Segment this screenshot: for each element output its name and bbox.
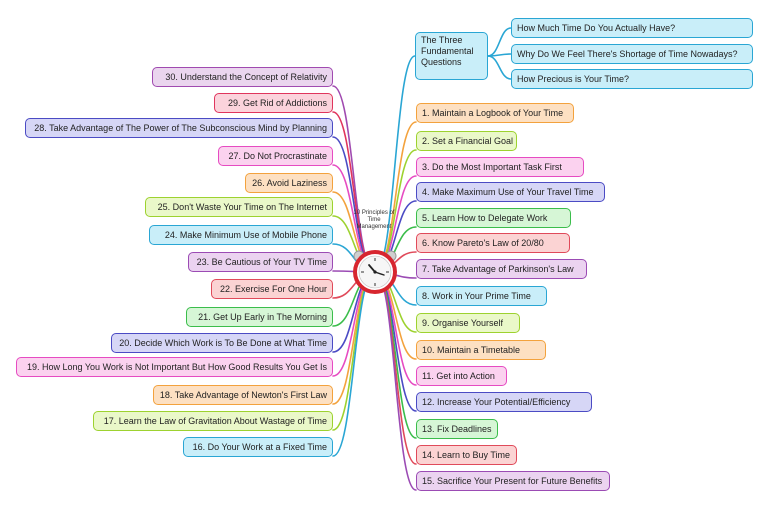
principle-label: 14. Learn to Buy Time [422,449,511,460]
principle-label: 15. Sacrifice Your Present for Future Be… [422,475,603,486]
principle-label: 16. Do Your Work at a Fixed Time [192,441,327,452]
principle-node-21[interactable]: 21. Get Up Early in The Morning [186,307,333,327]
principle-label: 19. How Long You Work is Not Important B… [27,361,327,372]
principle-label: 2. Set a Financial Goal [422,135,514,146]
principle-label: 17. Learn the Law of Gravitation About W… [103,415,327,426]
principle-node-28[interactable]: 28. Take Advantage of The Power of The S… [25,118,333,138]
principle-label: 22. Exercise For One Hour [219,283,327,294]
principle-node-26[interactable]: 26. Avoid Laziness [245,173,333,193]
principle-node-15[interactable]: 15. Sacrifice Your Present for Future Be… [416,471,610,491]
connector-question-1 [487,27,512,57]
question-node-2[interactable]: Why Do We Feel There's Shortage of Time … [511,44,753,64]
principle-node-2[interactable]: 2. Set a Financial Goal [416,131,517,151]
principle-label: 4. Make Maximum Use of Your Travel Time [422,186,594,197]
principle-label: 30. Understand the Concept of Relativity [165,71,327,82]
question-node-1[interactable]: How Much Time Do You Actually Have? [511,18,753,38]
question-label: How Precious is Your Time? [517,73,630,84]
principle-node-5[interactable]: 5. Learn How to Delegate Work [416,208,571,228]
principle-label: 12. Increase Your Potential/Efficiency [422,396,571,407]
principle-node-27[interactable]: 27. Do Not Procrastinate [218,146,333,166]
principle-node-7[interactable]: 7. Take Advantage of Parkinson's Law [416,259,587,279]
alarm-clock-icon [353,250,397,294]
principle-label: 26. Avoid Laziness [252,177,327,188]
principle-node-18[interactable]: 18. Take Advantage of Newton's First Law [153,385,333,405]
principle-label: 8. Work in Your Prime Time [422,290,531,301]
principle-label: 20. Decide Which Work is To Be Done at W… [119,337,327,348]
principle-label: 9. Organise Yourself [422,317,504,328]
principle-node-20[interactable]: 20. Decide Which Work is To Be Done at W… [111,333,333,353]
principle-node-6[interactable]: 6. Know Pareto's Law of 20/80 [416,233,570,253]
principle-node-22[interactable]: 22. Exercise For One Hour [211,279,333,299]
principle-node-13[interactable]: 13. Fix Deadlines [416,419,498,439]
principle-node-12[interactable]: 12. Increase Your Potential/Efficiency [416,392,592,412]
principle-node-30[interactable]: 30. Understand the Concept of Relativity [152,67,333,87]
principle-label: 25. Don't Waste Your Time on The Interne… [157,201,327,212]
principle-label: 13. Fix Deadlines [422,423,492,434]
principle-node-1[interactable]: 1. Maintain a Logbook of Your Time [416,103,574,123]
principle-node-9[interactable]: 9. Organise Yourself [416,313,520,333]
principle-label: 28. Take Advantage of The Power of The S… [34,122,327,133]
principle-label: 1. Maintain a Logbook of Your Time [422,107,564,118]
principle-node-29[interactable]: 29. Get Rid of Addictions [214,93,333,113]
principle-node-24[interactable]: 24. Make Minimum Use of Mobile Phone [149,225,333,245]
principle-label: 6. Know Pareto's Law of 20/80 [422,237,544,248]
question-node-3[interactable]: How Precious is Your Time? [511,69,753,89]
central-topic-label: 10 Principles of Time Management [353,210,395,230]
question-label: Why Do We Feel There's Shortage of Time … [517,48,738,59]
principle-label: 5. Learn How to Delegate Work [422,212,548,223]
principle-label: 11. Get into Action [422,370,495,381]
principle-label: 3. Do the Most Important Task First [422,161,562,172]
principle-label: 27. Do Not Procrastinate [228,150,327,161]
principle-node-16[interactable]: 16. Do Your Work at a Fixed Time [183,437,333,457]
principle-node-4[interactable]: 4. Make Maximum Use of Your Travel Time [416,182,605,202]
principle-label: 29. Get Rid of Addictions [227,97,327,108]
principle-label: 24. Make Minimum Use of Mobile Phone [164,229,327,240]
principle-label: 21. Get Up Early in The Morning [198,311,327,322]
principle-node-11[interactable]: 11. Get into Action [416,366,507,386]
question-label: How Much Time Do You Actually Have? [517,22,676,33]
principle-label: 23. Be Cautious of Your TV Time [196,256,327,267]
connector-question-3 [487,55,512,80]
fundamental-questions-node[interactable]: The Three Fundamental Questions [415,32,488,80]
principle-label: 18. Take Advantage of Newton's First Law [159,389,327,400]
principle-label: 7. Take Advantage of Parkinson's Law [422,263,574,274]
principle-node-19[interactable]: 19. How Long You Work is Not Important B… [16,357,333,377]
principle-node-25[interactable]: 25. Don't Waste Your Time on The Interne… [145,197,333,217]
principle-node-10[interactable]: 10. Maintain a Timetable [416,340,546,360]
principle-label: 10. Maintain a Timetable [422,344,521,355]
principle-node-17[interactable]: 17. Learn the Law of Gravitation About W… [93,411,333,431]
principle-node-14[interactable]: 14. Learn to Buy Time [416,445,517,465]
principle-node-8[interactable]: 8. Work in Your Prime Time [416,286,547,306]
principle-node-3[interactable]: 3. Do the Most Important Task First [416,157,584,177]
fundamental-questions-label: The Three Fundamental Questions [421,35,474,67]
principle-node-23[interactable]: 23. Be Cautious of Your TV Time [188,252,333,272]
